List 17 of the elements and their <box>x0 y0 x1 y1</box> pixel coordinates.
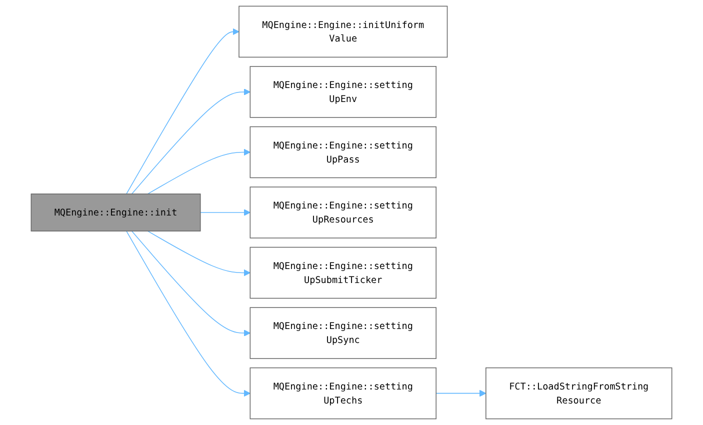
node-box: MQEngine::Engine::setting UpTechs <box>250 367 436 420</box>
node-box: MQEngine::Engine::initUniform Value <box>238 6 448 58</box>
node-box: MQEngine::Engine::setting UpPass <box>250 126 436 178</box>
node-box: FCT::LoadStringFromString Resource <box>486 367 672 420</box>
node-box: MQEngine::Engine::setting UpSubmitTicker <box>250 246 436 299</box>
arrow <box>436 390 486 397</box>
arrow <box>126 28 240 194</box>
node-box: MQEngine::Engine::setting UpResources <box>250 186 436 238</box>
arrow <box>147 230 250 276</box>
arrow <box>147 148 250 194</box>
arrow <box>131 88 250 194</box>
node-box: MQEngine::Engine::init <box>30 194 201 232</box>
node-box: MQEngine::Engine::setting UpEnv <box>250 66 436 118</box>
arrow <box>131 230 250 336</box>
node-box: MQEngine::Engine::setting UpSync <box>250 307 436 359</box>
arrow <box>200 209 250 216</box>
arrow <box>126 230 250 397</box>
